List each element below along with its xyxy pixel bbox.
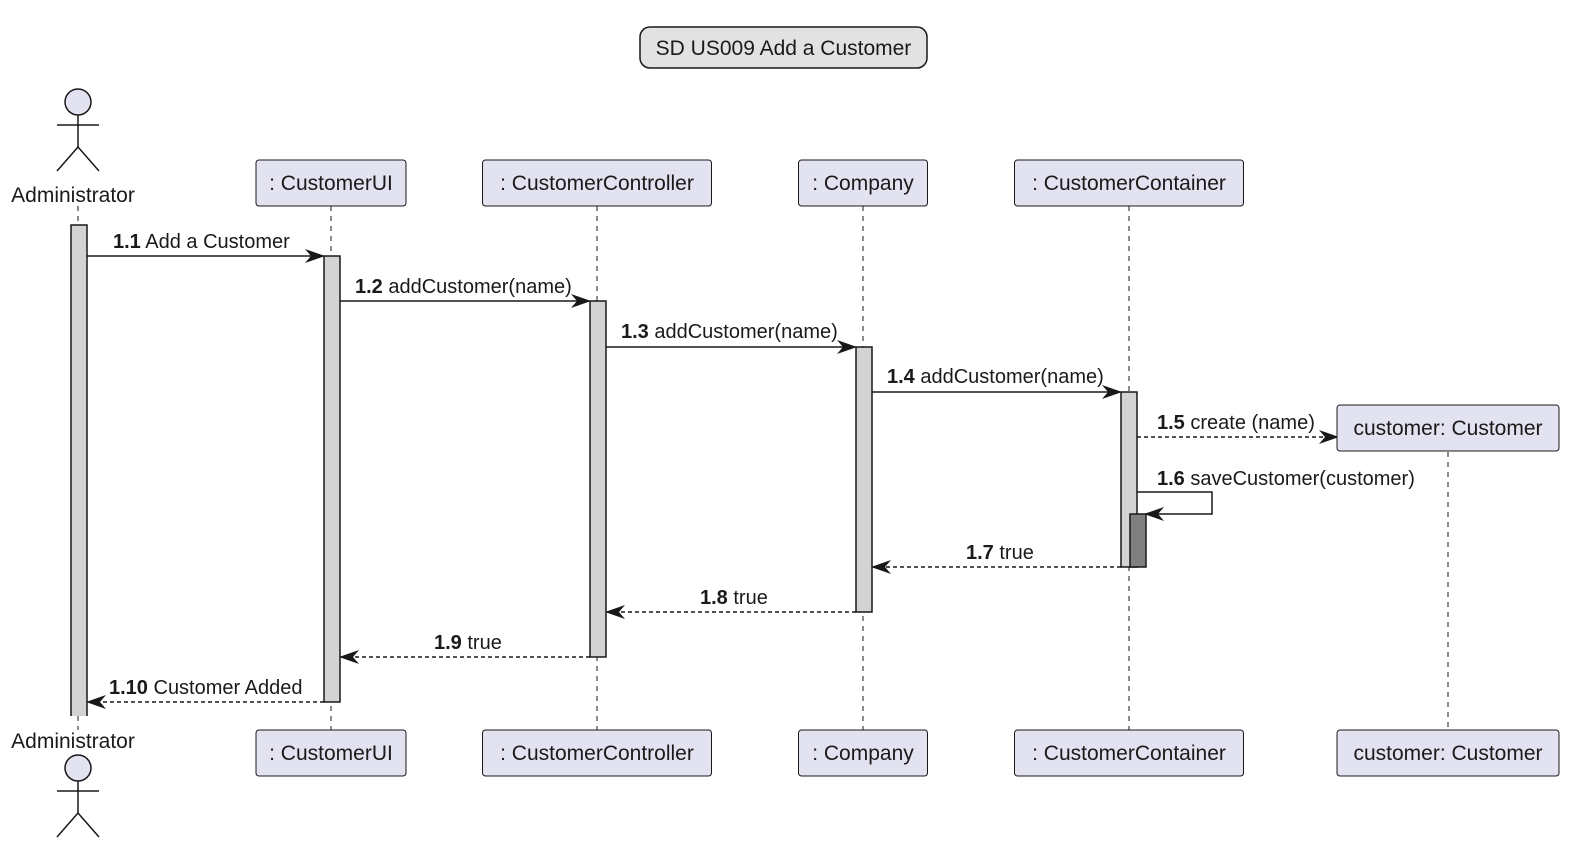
message-label: 1.6 saveCustomer(customer) <box>1157 468 1415 490</box>
participant-label: : CustomerContainer <box>1032 172 1226 195</box>
participant-label: : CustomerContainer <box>1032 742 1226 765</box>
participant-customer-created: customer: Customer <box>1336 404 1560 452</box>
message-label: 1.9 true <box>434 632 502 654</box>
participant-label: : Company <box>812 172 914 195</box>
participant-ui-bottom: : CustomerUI <box>255 729 407 777</box>
message-1-7: 1.7 true <box>871 542 1121 574</box>
activation-bar-company <box>855 346 873 613</box>
message-label: 1.7 true <box>966 542 1034 564</box>
diagram-title: SD US009 Add a Customer <box>639 26 928 69</box>
message-1-1: 1.1 Add a Customer <box>87 231 325 263</box>
actor-administrator-bottom: Administrator <box>11 730 135 838</box>
message-label: 1.5 create (name) <box>1157 412 1315 434</box>
participant-label: customer: Customer <box>1353 417 1542 440</box>
activation-bar-container-nested <box>1129 513 1147 568</box>
message-1-8: 1.8 true <box>605 587 856 619</box>
message-label: 1.2 addCustomer(name) <box>355 276 572 298</box>
participant-container-bottom: : CustomerContainer <box>1014 729 1244 777</box>
activation-bar-admin <box>70 224 88 716</box>
participant-label: : CustomerController <box>500 172 694 195</box>
participant-label: : CustomerUI <box>269 172 393 195</box>
activation-bar-ctrl <box>589 300 607 658</box>
message-1-4: 1.4 addCustomer(name) <box>872 366 1122 399</box>
participant-label: customer: Customer <box>1353 742 1542 765</box>
participant-label: : Company <box>812 742 914 765</box>
message-1-9: 1.9 true <box>339 632 590 664</box>
message-1-5: 1.5 create (name) <box>1137 412 1339 444</box>
actor-label: Administrator <box>11 184 135 207</box>
message-label: 1.10 Customer Added <box>109 677 302 699</box>
participant-ctrl-bottom: : CustomerController <box>482 729 712 777</box>
participant-customer-bottom: customer: Customer <box>1336 729 1560 777</box>
participant-label: : CustomerUI <box>269 742 393 765</box>
message-label: 1.4 addCustomer(name) <box>887 366 1104 388</box>
message-label: 1.1 Add a Customer <box>113 231 290 253</box>
diagram-title-text: SD US009 Add a Customer <box>656 37 912 60</box>
participant-ui-top: : CustomerUI <box>255 159 407 207</box>
actor-head-icon <box>64 88 92 116</box>
message-1-2: 1.2 addCustomer(name) <box>340 276 591 308</box>
actor-head-icon <box>64 754 92 782</box>
participant-company-top: : Company <box>798 159 928 207</box>
participant-company-bottom: : Company <box>798 729 928 777</box>
message-arrow <box>1137 491 1213 521</box>
actor-label: Administrator <box>11 730 135 753</box>
participant-container-top: : CustomerContainer <box>1014 159 1244 207</box>
message-1-6: 1.6 saveCustomer(customer) <box>1137 468 1415 521</box>
message-label: 1.3 addCustomer(name) <box>621 321 838 343</box>
message-1-3: 1.3 addCustomer(name) <box>606 321 857 354</box>
message-label: 1.8 true <box>700 587 768 609</box>
participant-ctrl-top: : CustomerController <box>482 159 712 207</box>
actor-administrator-top: Administrator <box>11 88 135 207</box>
participant-label: : CustomerController <box>500 742 694 765</box>
message-1-10: 1.10 Customer Added <box>86 677 324 709</box>
activation-bar-ui <box>323 255 341 703</box>
